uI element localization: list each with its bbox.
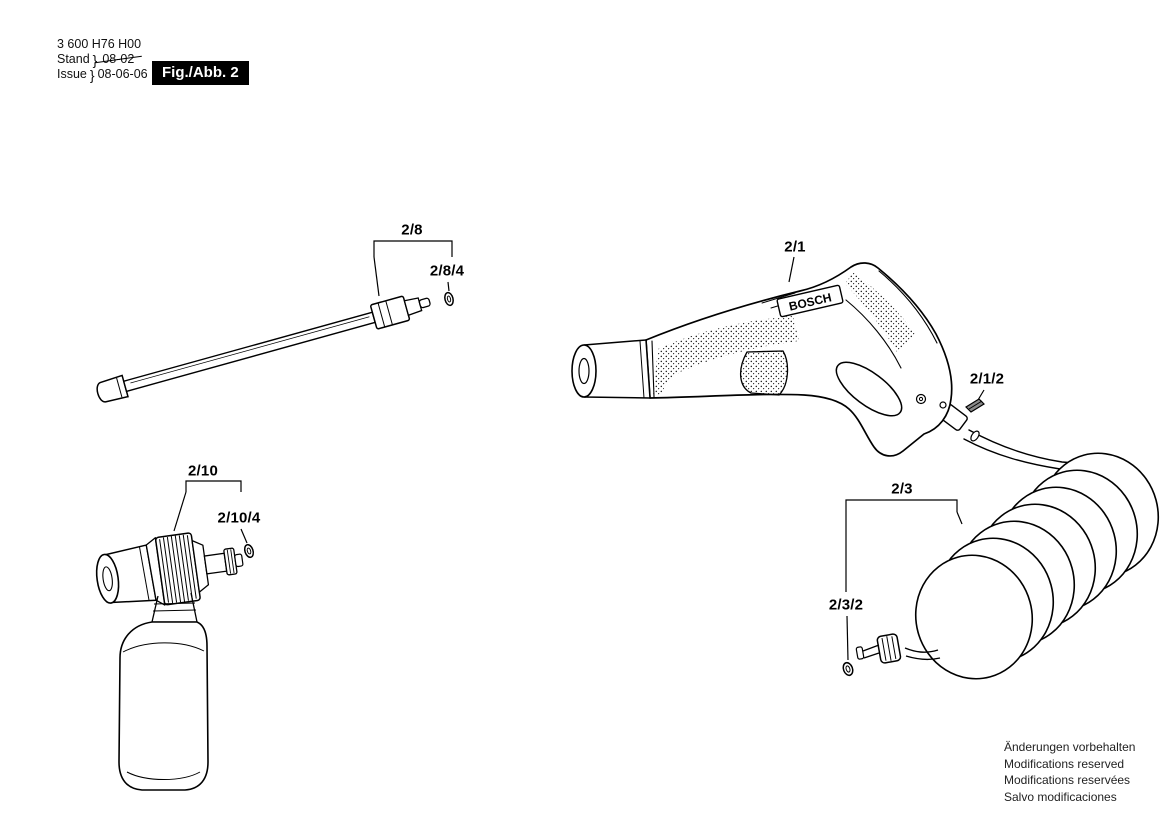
label-lance-oring: 2/8/4 [429,262,465,280]
hose-connector-drawing [855,633,941,664]
gun-drawing: BOSCH [571,262,1100,471]
label-foam-nozzle: 2/10 [188,462,218,480]
lance-oring-drawing [444,291,454,307]
label-hose: 2/3 [891,480,913,498]
issue-brace: } [89,66,95,83]
notice-en: Modifications reserved [1004,756,1125,771]
foam-nozzle-drawing [95,532,244,791]
modification-notices: Änderungen vorbehalten Modifications res… [1004,739,1135,805]
label-gun: 2/1 [784,238,806,256]
label-gun-clip: 2/1/2 [969,370,1005,388]
foam-oring-drawing [243,543,255,559]
gun-clip-drawing [965,398,985,413]
stand-value-struck: 08-02 [102,52,135,66]
hose-oring-drawing [842,661,854,677]
stand-row: Stand} 08-02 [57,52,148,67]
coil-hose-drawing [914,452,1160,680]
issue-value: 08-06-06 [97,67,148,81]
notice-de: Änderungen vorbehalten [1004,740,1136,754]
notice-fr: Modifications reservées [1004,773,1131,787]
figure-label-badge: Fig./Abb. 2 [152,61,249,85]
leader-lines [173,240,985,661]
doc-header: 3 600 H76 H00 Stand} 08-02 Issue}08-06-06 [57,37,148,82]
issue-row: Issue}08-06-06 [57,67,148,82]
lance-drawing [96,295,431,403]
label-lance: 2/8 [401,221,423,239]
label-hose-oring: 2/3/2 [828,596,864,614]
part-number: 3 600 H76 H00 [57,37,142,51]
issue-label: Issue [57,67,87,81]
notice-es: Salvo modificaciones [1004,789,1117,804]
stand-brace: } [92,51,98,68]
label-foam-nozzle-oring: 2/10/4 [217,509,261,527]
stand-label: Stand [57,52,90,66]
